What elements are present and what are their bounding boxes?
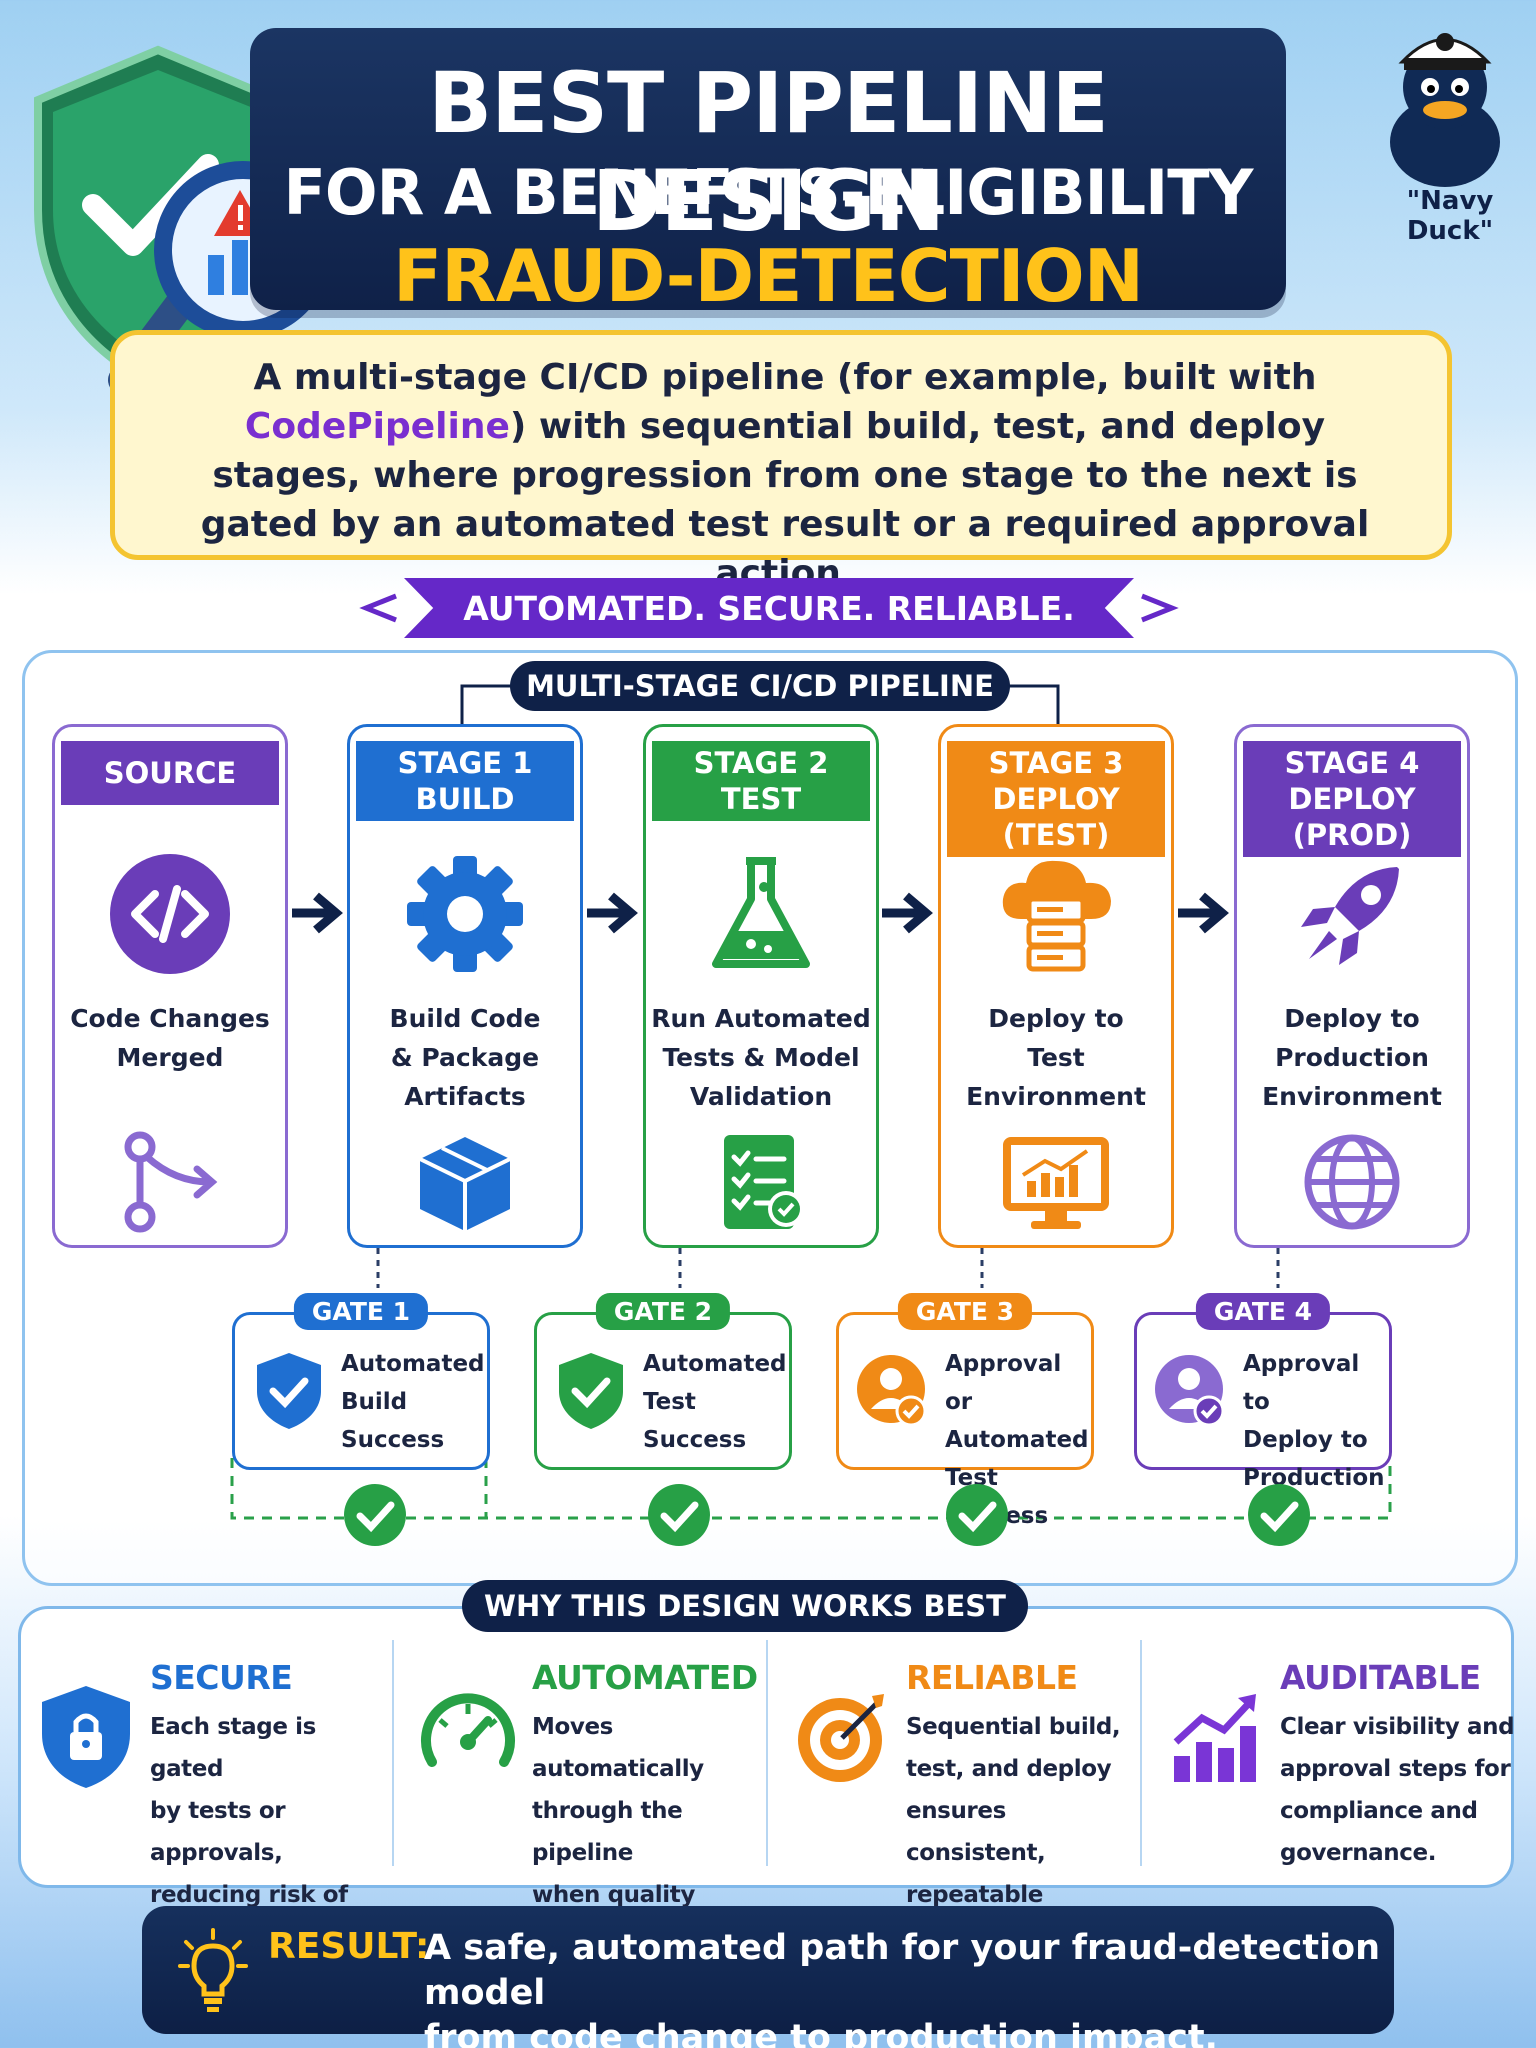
why-description: Clear visibility and approval steps for … (1280, 1714, 1515, 1866)
globe-icon (1304, 1134, 1400, 1230)
gate-connectors (230, 1248, 1392, 1520)
navy-duck-mascot-icon (1390, 33, 1500, 187)
gate-title: GATE 3 (897, 1293, 1033, 1330)
stage-description: Build Code & Package Artifacts (389, 1004, 541, 1111)
stage-title: STAGE 3 DEPLOY (TEST) (947, 741, 1165, 857)
why-title: AUDITABLE (1280, 1658, 1481, 1697)
why-divider (392, 1640, 394, 1866)
checklist-icon (724, 1135, 804, 1229)
gate-title: GATE 1 (293, 1293, 429, 1330)
tagline-right-chevron-icon (1141, 593, 1179, 623)
branch-icon (124, 1131, 218, 1233)
why-title: AUTOMATED (532, 1658, 758, 1697)
monitor-chart-icon (1003, 1137, 1109, 1229)
arrow-right-icon (1178, 892, 1229, 934)
user-check-icon (857, 1355, 927, 1427)
gate-4: GATE 4 Approval to Deploy to Production (1134, 1293, 1392, 1491)
gate-description: Automated Build Success (341, 1351, 485, 1453)
package-icon (419, 1137, 511, 1231)
why-item-reliable: RELIABLE Sequential build, test, and dep… (774, 1650, 1148, 1950)
stage-title: STAGE 4 DEPLOY (PROD) (1243, 741, 1461, 857)
gate-title: GATE 2 (595, 1293, 731, 1330)
mascot-name: "Navy Duck" (1406, 186, 1494, 246)
stage-description: Deploy to Production Environment (1262, 1004, 1442, 1111)
why-title: SECURE (150, 1658, 293, 1697)
check-circle-icon (648, 1484, 710, 1546)
intro-highlight: CodePipeline (244, 406, 510, 447)
result-text: A safe, automated path for your fraud-de… (424, 1928, 1381, 2048)
stage-description: Run Automated Tests & Model Validation (651, 1004, 871, 1111)
shield-check-icon (257, 1353, 321, 1429)
arrow-right-icon (292, 892, 343, 934)
shield-check-icon (559, 1353, 623, 1429)
check-circle-icon (344, 1484, 406, 1546)
stage-deploy-prod: STAGE 4 DEPLOY (PROD) Deploy to Producti… (1234, 724, 1470, 1248)
why-item-automated: AUTOMATED Moves automatically through th… (400, 1650, 774, 1992)
gear-icon (407, 856, 523, 972)
result-label: RESULT: (268, 1926, 430, 1967)
title-panel: BEST PIPELINE DESIGN FOR A BENEFITS-ELIG… (250, 28, 1286, 402)
tagline-left-chevron-icon (359, 593, 397, 623)
cloud-server-icon (1002, 860, 1111, 972)
gate-description: Automated Test Success (643, 1351, 787, 1453)
code-icon (110, 854, 230, 974)
tagline-banner: AUTOMATED. SECURE. RELIABLE. (404, 578, 1134, 638)
result-banner: RESULT: A safe, automated path for your … (142, 1906, 1394, 2048)
pipeline-label: MULTI-STAGE CI/CD PIPELINE (510, 661, 1010, 711)
why-divider (766, 1640, 768, 1866)
stage-title: STAGE 1 BUILD (356, 741, 574, 821)
security-shield-logo-icon (34, 45, 332, 395)
speedometer-icon (421, 1693, 515, 1767)
gate-1: GATE 1 Automated Build Success (232, 1293, 490, 1470)
intro-box: A multi-stage CI/CD pipeline (for exampl… (110, 330, 1452, 594)
stage-source: SOURCE Code Changes Merged (52, 724, 288, 1248)
gate-3: GATE 3 Approval or Automated Test Succes… (836, 1293, 1094, 1529)
intro-text-after: ) with sequential build, test, and deplo… (200, 406, 1370, 594)
stage-description: Deploy to Test Environment (966, 1004, 1146, 1111)
why-item-secure: SECURE Each stage is gated by tests or a… (18, 1650, 392, 1950)
stage-build: STAGE 1 BUILD Build Code & Package Artif… (347, 724, 583, 1248)
bar-chart-icon (1173, 1694, 1256, 1782)
rocket-icon (1301, 867, 1399, 965)
gate-2: GATE 2 Automated Test Success (534, 1293, 792, 1470)
check-circle-icon (1248, 1484, 1310, 1546)
title-line-2: FOR A BENEFITS-ELIGIBILITY (283, 156, 1254, 229)
check-circle-icon (946, 1484, 1008, 1546)
why-description: Sequential build, test, and deploy ensur… (906, 1714, 1121, 1950)
user-check-icon (1155, 1355, 1225, 1427)
gate-description: Approval to Deploy to Production (1243, 1351, 1385, 1491)
lock-shield-icon (42, 1686, 130, 1788)
why-item-auditable: AUDITABLE Clear visibility and approval … (1148, 1650, 1522, 1880)
stage-title: STAGE 2 TEST (652, 741, 870, 821)
arrow-right-icon (882, 892, 933, 934)
stage-deploy-test: STAGE 3 DEPLOY (TEST) Deploy to Test Env… (938, 724, 1174, 1248)
title-line-1: BEST PIPELINE DESIGN (428, 54, 1109, 250)
intro-text-before: A multi-stage CI/CD pipeline (for exampl… (253, 357, 1317, 398)
why-title: RELIABLE (906, 1658, 1078, 1697)
stage-description: Code Changes Merged (70, 1004, 270, 1072)
why-label: WHY THIS DESIGN WORKS BEST (462, 1580, 1028, 1632)
stage-title: SOURCE (61, 741, 279, 805)
arrow-right-icon (587, 892, 638, 934)
gate-title: GATE 4 (1195, 1293, 1331, 1330)
flask-icon (712, 857, 810, 968)
target-icon (798, 1694, 884, 1782)
intro-text: A multi-stage CI/CD pipeline (for exampl… (185, 353, 1385, 598)
lightbulb-icon (178, 1928, 248, 2012)
stage-test: STAGE 2 TEST Run Automated Tests & Model… (643, 724, 879, 1248)
why-divider (1140, 1640, 1142, 1866)
